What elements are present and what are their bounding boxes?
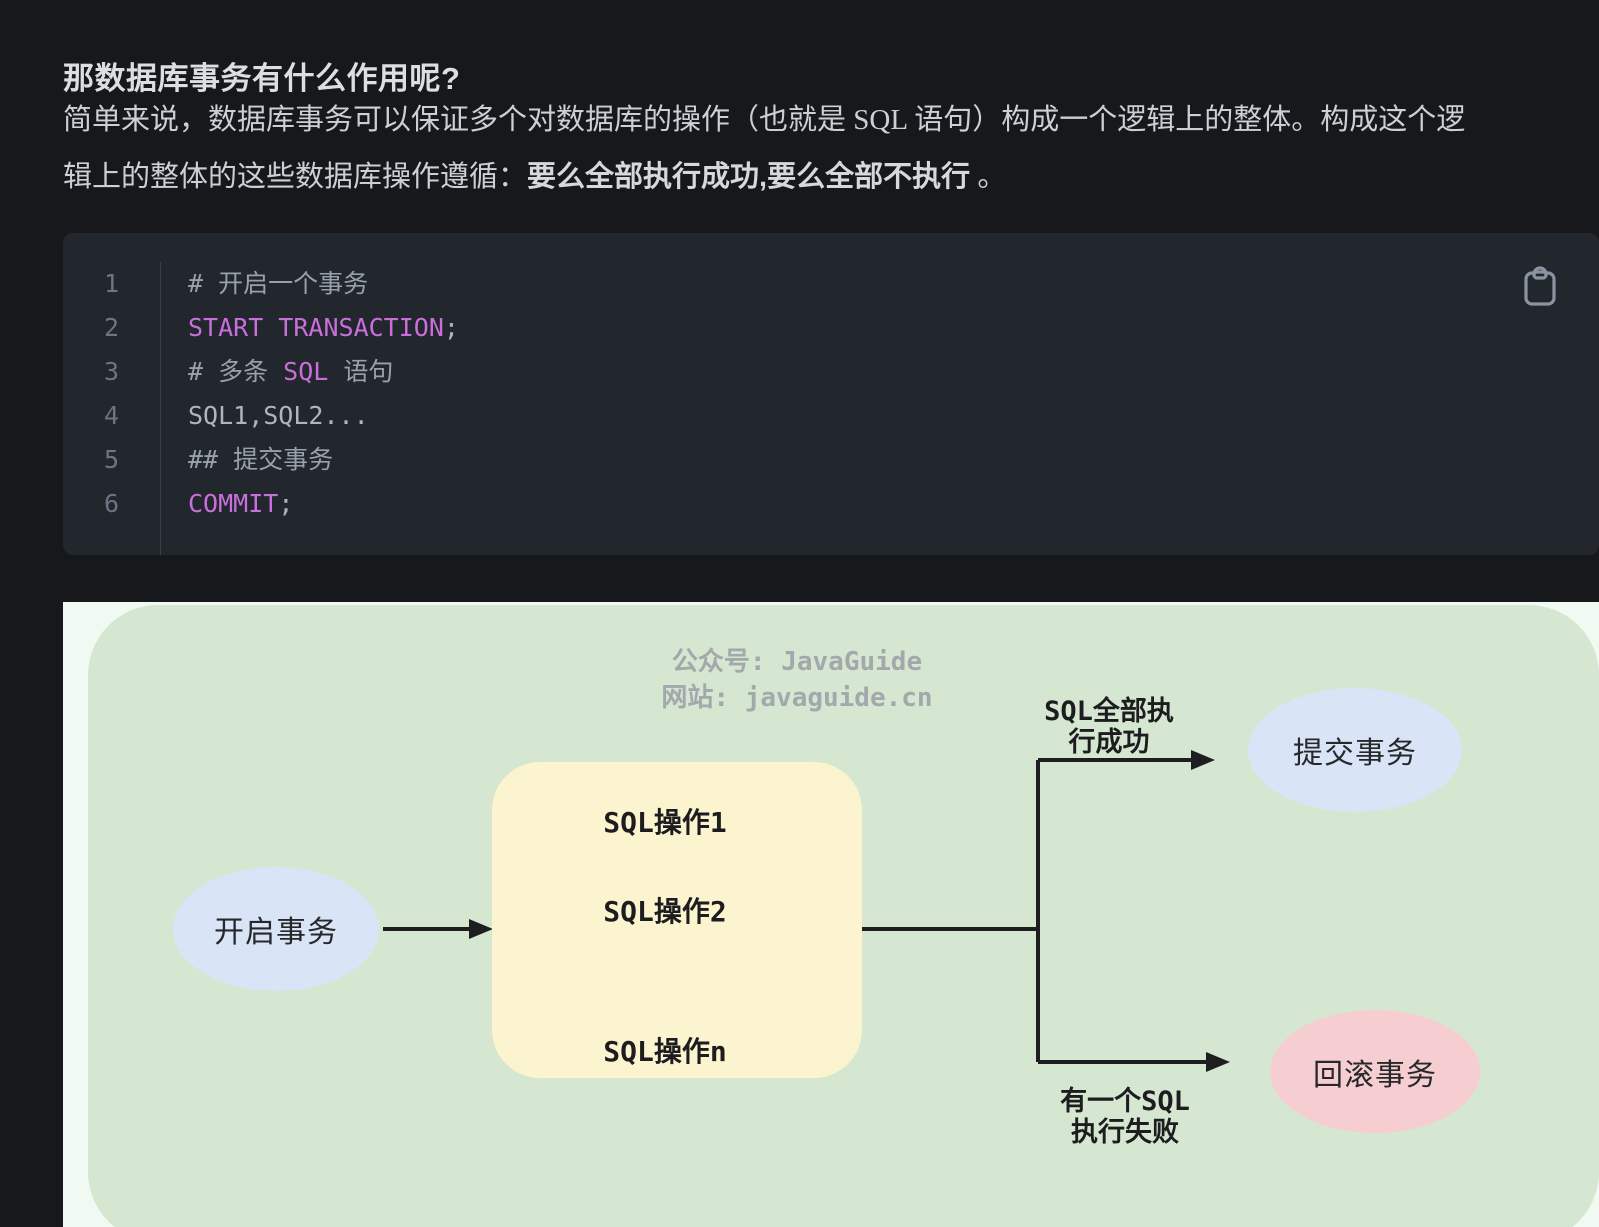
node-commit-transaction: 提交事务 (1248, 688, 1462, 812)
code-comment: # 多条 (188, 357, 284, 386)
code-keyword: SQL (283, 357, 329, 386)
code-line: START TRANSACTION; (188, 306, 459, 350)
arrowhead-success (1191, 750, 1215, 770)
paragraph-bold-rule: 要么全部执行成功,要么全部不执行 (527, 161, 971, 193)
paragraph-line-2-end: 。 (970, 161, 1007, 193)
line-number: 6 (103, 489, 120, 518)
sql-step-n: SQL操作n (603, 1035, 727, 1068)
node-commit-label: 提交事务 (1293, 737, 1417, 770)
copy-code-button[interactable] (1523, 266, 1557, 307)
sql-step-2: SQL操作2 (603, 895, 727, 928)
sql-step-1: SQL操作1 (603, 806, 727, 839)
line-number-gutter: 1 2 3 4 5 6 (63, 262, 161, 555)
watermark-line-2: 网站: javaguide.cn (661, 683, 933, 713)
arrowhead-fail (1206, 1052, 1230, 1072)
code-line: # 开启一个事务 (188, 262, 459, 306)
success-label-line-2: 行成功 (1068, 727, 1150, 758)
code-comment: # 开启一个事务 (188, 269, 369, 298)
code-line: COMMIT; (188, 482, 459, 526)
fail-label-line-2: 执行失败 (1071, 1117, 1179, 1148)
fail-label-line-1: 有一个SQL (1060, 1086, 1190, 1117)
intro-paragraph: 简单来说，数据库事务可以保证多个对数据库的操作（也就是 SQL 语句）构成一个逻… (63, 92, 1465, 206)
paragraph-line-2-text: 辑上的整体的这些数据库操作遵循： (63, 161, 528, 193)
line-number: 5 (103, 445, 120, 474)
paragraph-line-2: 辑上的整体的这些数据库操作遵循：要么全部执行成功,要么全部不执行 。 (63, 149, 1465, 206)
code-comment: ## 提交事务 (188, 445, 334, 474)
watermark: 公众号: JavaGuide 网站: javaguide.cn (597, 644, 997, 716)
code-inner: 1 2 3 4 5 6 # 开启一个事务 START TRANSACTION; … (63, 233, 1599, 555)
arrowhead-into-box (469, 919, 493, 939)
fail-condition-label: 有一个SQL 执行失败 (1015, 1086, 1235, 1148)
transaction-flow-diagram: 公众号: JavaGuide 网站: javaguide.cn (63, 602, 1599, 1227)
sql-operations-box (492, 762, 862, 1078)
node-start-label: 开启事务 (214, 916, 338, 949)
clipboard-icon (1524, 266, 1556, 306)
code-lines: # 开启一个事务 START TRANSACTION; # 多条 SQL 语句 … (161, 262, 459, 555)
line-number: 3 (103, 357, 120, 386)
line-number: 2 (103, 313, 120, 342)
code-keyword: START TRANSACTION (188, 313, 444, 342)
sql-code-block: 1 2 3 4 5 6 # 开启一个事务 START TRANSACTION; … (63, 233, 1599, 555)
line-number: 1 (103, 269, 120, 298)
code-line: # 多条 SQL 语句 (188, 350, 459, 394)
code-text: SQL1,SQL2... (188, 401, 369, 430)
page-title: 那数据库事务有什么作用呢? (63, 61, 461, 96)
code-punct: ; (443, 313, 459, 342)
line-number: 4 (103, 401, 120, 430)
success-condition-label: SQL全部执 行成功 (999, 696, 1219, 758)
code-punct: ; (278, 489, 294, 518)
node-rollback-label: 回滚事务 (1313, 1058, 1437, 1092)
watermark-line-1: 公众号: JavaGuide (671, 647, 923, 677)
node-start-transaction: 开启事务 (173, 867, 379, 991)
code-comment: 语句 (328, 357, 394, 386)
code-line: ## 提交事务 (188, 438, 459, 482)
node-rollback-transaction: 回滚事务 (1270, 1010, 1480, 1133)
code-line: SQL1,SQL2... (188, 394, 459, 438)
code-keyword: COMMIT (188, 489, 279, 518)
success-label-line-1: SQL全部执 (1044, 696, 1174, 727)
paragraph-line-1: 简单来说，数据库事务可以保证多个对数据库的操作（也就是 SQL 语句）构成一个逻… (63, 104, 1466, 136)
